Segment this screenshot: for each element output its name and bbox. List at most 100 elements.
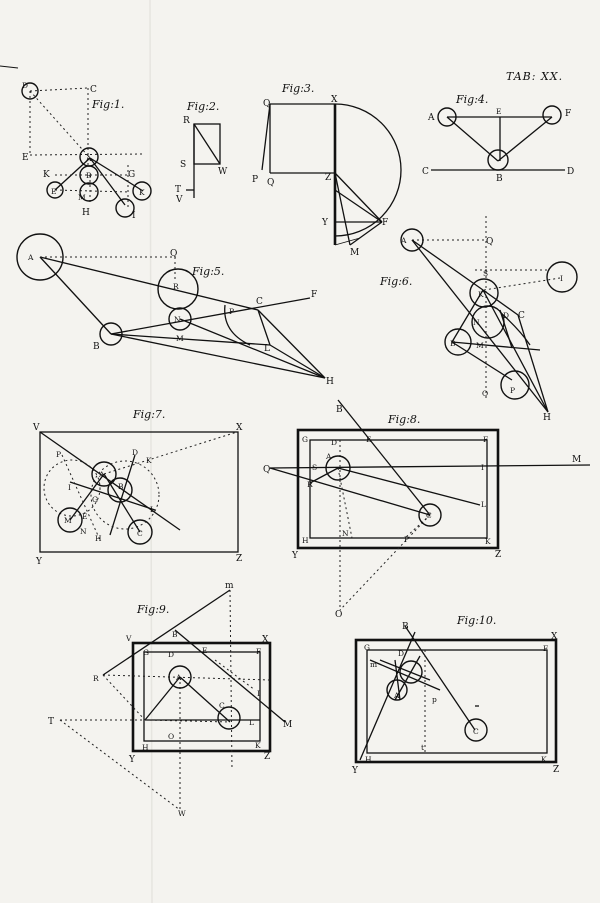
arc [224,304,251,346]
ball [57,507,83,533]
ball [79,182,99,202]
line [334,237,361,246]
point-label: Z [553,765,559,775]
table-outer-border [354,638,558,764]
figure-9-title: Fig:9. [136,603,169,616]
point-label: L [264,344,270,354]
point-label: G [143,648,149,657]
figure-10-title: Fig:10. [456,614,496,627]
line [261,103,271,171]
line [359,631,416,761]
point-label: Z [325,173,331,183]
line [337,467,481,506]
point-label: K [541,755,547,764]
point-label: m [225,581,234,591]
point-label: Q [486,237,493,247]
point-label: X [262,635,269,645]
ball [132,181,152,201]
line [54,189,131,193]
point-label: C [426,511,432,520]
point-label: I [481,463,484,472]
point-label: I [560,274,563,283]
point-label: Z [236,554,242,564]
line [269,464,591,469]
point-label: Z [495,550,501,560]
ball [399,660,423,684]
point-label: T [48,717,54,727]
point-label: X [331,95,338,105]
point-label: t [421,743,424,752]
figure-2-title: Fig:2. [186,100,219,113]
point-label: D [168,650,174,659]
line [269,344,326,379]
point-label: B [450,339,456,348]
ball [168,665,192,689]
line [193,123,221,165]
ball [386,679,408,701]
line [499,309,513,349]
point-label: P [404,535,409,544]
point-label: K [478,290,484,299]
point-label: B [496,174,503,184]
point-label: N [342,529,349,538]
point-label: W [218,167,228,177]
ball [46,181,64,199]
point-label: H [142,743,149,752]
point-label: V [175,195,183,205]
point-label: G [92,495,98,504]
point-label: C [473,727,479,736]
ball [21,82,39,100]
point-label: Q [267,178,274,188]
ball [400,228,424,252]
line [179,318,326,379]
point-label: V [125,634,132,643]
ball [99,322,123,346]
line [89,157,126,206]
point-label: A [400,236,407,245]
ball [325,455,351,481]
figure-9: Fig:9. m B V G D E F X R A I C L M T H O… [48,581,292,818]
ball [418,503,442,527]
point-label: S [180,160,186,170]
point-label: F [311,290,317,300]
point-label: P [252,175,258,185]
ball [444,328,472,356]
line [214,659,256,691]
line [334,189,383,223]
figure-8: Fig:8. B G D E F Q S A I M R C L H N P K… [263,399,591,620]
table-inner-border [309,439,488,539]
point-label: S [312,463,317,472]
line [451,289,484,343]
line [102,674,271,681]
ball [127,519,153,545]
arc [334,103,402,237]
table-outer-border [131,641,272,753]
table-border [39,431,239,553]
line [102,674,146,721]
point-label: C [422,167,429,177]
point-label: D [22,81,28,90]
point-label: R [183,116,190,126]
table-outer-border [296,428,500,550]
margin-mark [0,65,19,69]
point-label: E [202,646,207,655]
point-label: F [543,644,548,653]
point-label: M [283,720,292,730]
line [39,431,181,531]
figure-5: Fig:5. A Q R C F P N B M L H [16,233,334,387]
point-label: B [93,342,100,352]
point-label: H [543,413,551,423]
line [309,467,339,484]
line [411,239,484,291]
line [451,341,541,351]
point-label: Q [263,465,270,475]
line [39,256,112,335]
point-label: F [483,435,488,444]
point-label: A [393,691,400,700]
point-label: I [257,689,260,698]
point-label: L [481,500,486,509]
line [29,153,144,156]
point-label: R [173,282,179,291]
point-label: M [476,341,484,350]
point-label: H [82,208,90,218]
